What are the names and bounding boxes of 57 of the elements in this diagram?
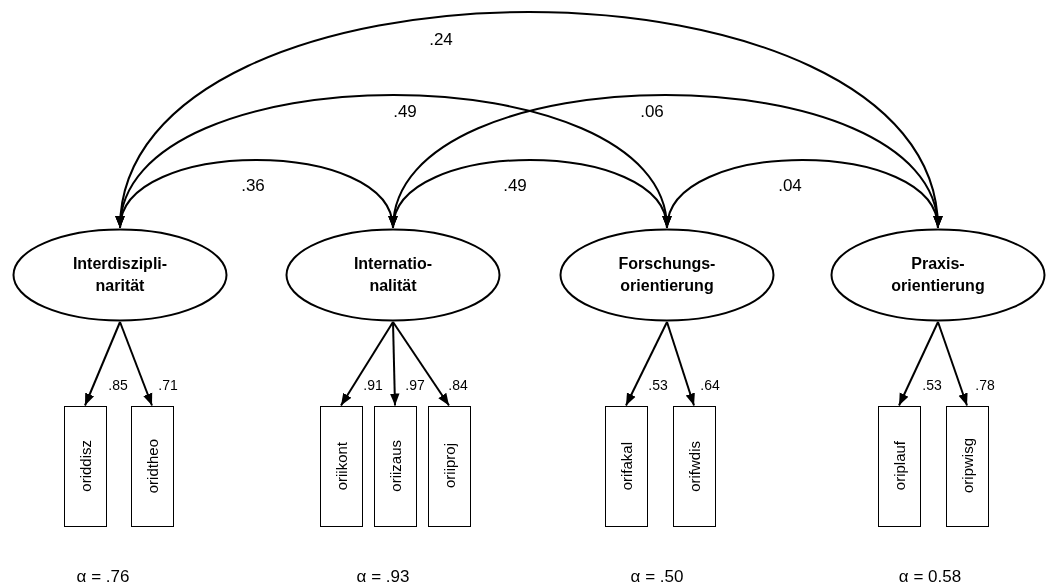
edge-label: .53 bbox=[921, 377, 943, 393]
reliability-label: α = .76 bbox=[76, 567, 130, 585]
edge-label: .53 bbox=[647, 377, 669, 393]
reliability-label: α = 0.58 bbox=[898, 567, 962, 585]
arrow bbox=[340, 321, 394, 407]
edge-label: .04 bbox=[777, 178, 803, 194]
node-label: oridtheo bbox=[143, 438, 161, 494]
node-label: oripwisg bbox=[958, 438, 976, 494]
arrow bbox=[392, 321, 450, 407]
edge-label: .97 bbox=[404, 377, 426, 393]
indicator-box bbox=[427, 405, 471, 527]
edge-label: .49 bbox=[502, 178, 528, 194]
indicator-box bbox=[604, 405, 648, 527]
edge-label: .84 bbox=[447, 377, 469, 393]
node-label: Internatio- nalität bbox=[353, 254, 433, 296]
arrow bbox=[389, 321, 400, 407]
edge-label: .49 bbox=[392, 104, 418, 120]
node-label: oriplauf bbox=[890, 441, 908, 491]
node-label: orifakal bbox=[617, 441, 635, 491]
node-label: oriiproj bbox=[440, 443, 458, 489]
latent-variable-ellipse bbox=[830, 228, 1046, 322]
node-label: oriikont bbox=[332, 441, 350, 491]
indicator-box bbox=[319, 405, 363, 527]
arrow bbox=[625, 321, 668, 407]
latent-variable-ellipse bbox=[559, 228, 775, 322]
edge-label: .06 bbox=[639, 104, 665, 120]
arrow bbox=[937, 321, 968, 407]
node-label: oriddisz bbox=[76, 440, 94, 492]
edge-label: .36 bbox=[240, 178, 266, 194]
arrow bbox=[84, 321, 121, 407]
latent-variable-ellipse bbox=[12, 228, 228, 322]
latent-variable-ellipse bbox=[285, 228, 501, 322]
edge-label: .78 bbox=[974, 377, 996, 393]
node-label: orifwdis bbox=[685, 440, 703, 492]
edge-label: .85 bbox=[107, 377, 129, 393]
node-label: Interdiszipli- narität bbox=[72, 254, 168, 296]
node-label: Praxis- orientierung bbox=[891, 254, 985, 296]
indicator-box bbox=[130, 405, 174, 527]
arrow bbox=[898, 321, 939, 407]
arrow bbox=[666, 321, 695, 407]
double-headed-arrow bbox=[665, 159, 940, 229]
node-label: Forschungs- orientierung bbox=[618, 254, 716, 296]
arrow bbox=[119, 321, 153, 407]
node-label: oriizaus bbox=[386, 440, 404, 492]
edge-label: .91 bbox=[362, 377, 384, 393]
reliability-label: α = .93 bbox=[356, 567, 410, 585]
reliability-label: α = .50 bbox=[630, 567, 684, 585]
indicator-box bbox=[945, 405, 989, 527]
double-headed-arrow bbox=[118, 159, 395, 229]
edge-label: .24 bbox=[428, 32, 454, 48]
edge-label: .64 bbox=[699, 377, 721, 393]
indicator-box bbox=[672, 405, 716, 527]
indicator-box bbox=[373, 405, 417, 527]
edge-label: .71 bbox=[157, 377, 179, 393]
indicator-box bbox=[877, 405, 921, 527]
double-headed-arrow bbox=[391, 159, 669, 229]
indicator-box bbox=[63, 405, 107, 527]
